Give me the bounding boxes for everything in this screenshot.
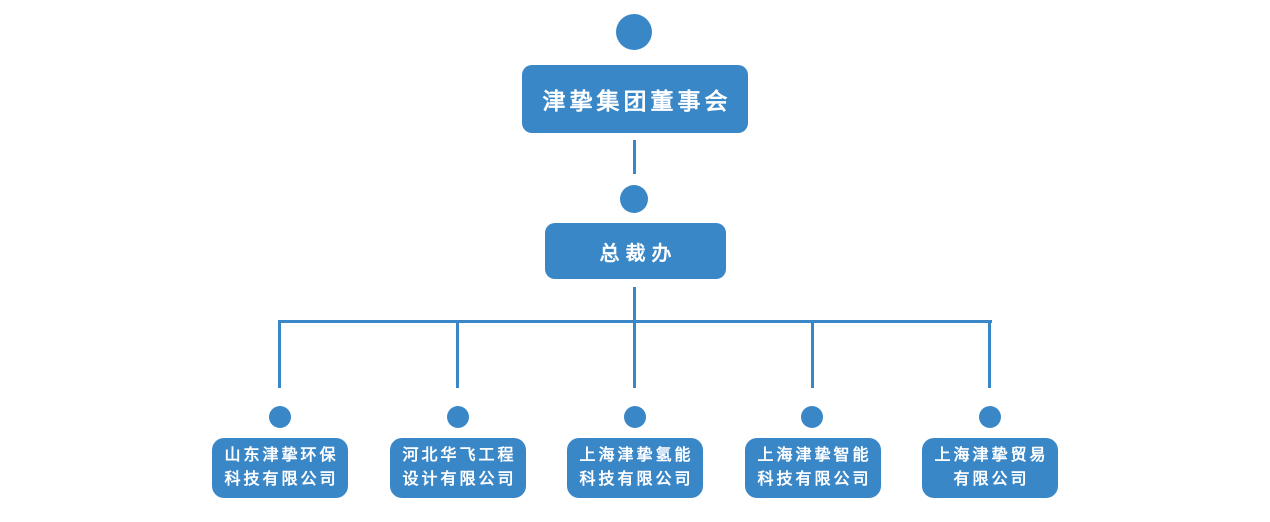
node-dot-office [620, 185, 648, 213]
node-dot-subsidiary-4 [801, 406, 823, 428]
org-node-subsidiary-2: 河北华飞工程 设计有限公司 [390, 438, 526, 498]
node-dot-subsidiary-5 [979, 406, 1001, 428]
connector-drop-2 [456, 322, 459, 388]
node-dot-subsidiary-1 [269, 406, 291, 428]
node-dot-subsidiary-2 [447, 406, 469, 428]
org-node-subsidiary-3: 上海津挚氢能 科技有限公司 [567, 438, 703, 498]
subsidiary-3-name-line1: 上海津挚氢能 [579, 447, 694, 464]
connector-drop-5 [988, 322, 991, 388]
connector-drop-4 [811, 322, 814, 388]
org-node-subsidiary-4: 上海津挚智能 科技有限公司 [745, 438, 881, 498]
subsidiary-3-name-line2: 科技有限公司 [579, 471, 694, 488]
org-node-board-label: 津挚集团董事会 [542, 88, 732, 114]
connector-drop-1 [278, 322, 281, 388]
subsidiary-5-name-line2: 有限公司 [953, 471, 1030, 488]
connector-horizontal-bar [278, 320, 992, 323]
org-node-board: 津挚集团董事会 [522, 65, 748, 133]
org-node-subsidiary-1: 山东津挚环保 科技有限公司 [212, 438, 348, 498]
connector-office-to-children [633, 287, 636, 388]
org-node-president-office: 总裁办 [545, 223, 726, 279]
subsidiary-5-name-line1: 上海津挚贸易 [934, 447, 1049, 464]
org-node-president-office-label: 总裁办 [599, 242, 678, 265]
subsidiary-4-name-line1: 上海津挚智能 [757, 447, 872, 464]
subsidiary-2-name-line2: 设计有限公司 [402, 471, 517, 488]
subsidiary-1-name-line1: 山东津挚环保 [224, 447, 339, 464]
node-dot-root [616, 14, 652, 50]
node-dot-subsidiary-3 [624, 406, 646, 428]
subsidiary-2-name-line1: 河北华飞工程 [402, 447, 517, 464]
subsidiary-1-name-line2: 科技有限公司 [224, 471, 339, 488]
org-node-subsidiary-5: 上海津挚贸易 有限公司 [922, 438, 1058, 498]
subsidiary-4-name-line2: 科技有限公司 [757, 471, 872, 488]
connector-root-to-office [633, 140, 636, 174]
